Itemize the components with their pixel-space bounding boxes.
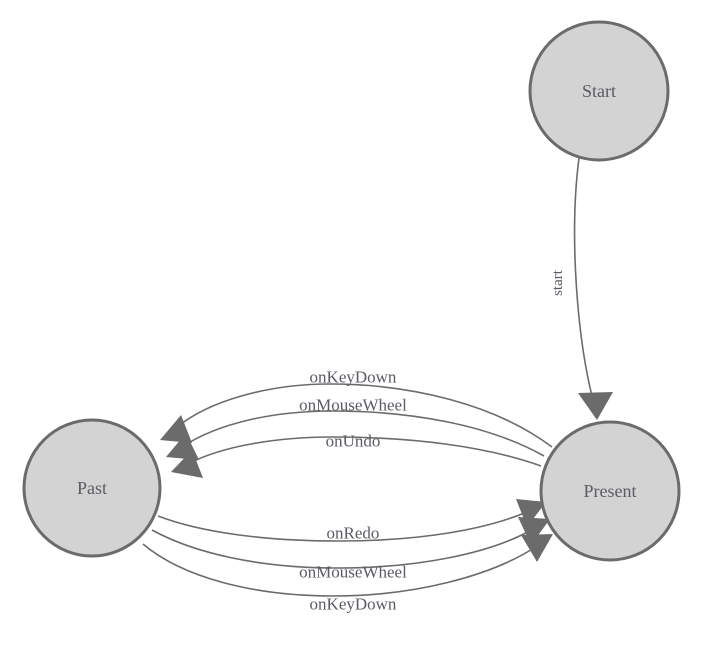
edge-label-present-to-past-onundo: onUndo bbox=[326, 432, 381, 451]
edge-past-to-present-onredo[interactable]: onRedo bbox=[157, 499, 546, 543]
edge-past-to-present-onkeydown[interactable]: onKeyDown bbox=[142, 534, 553, 614]
edge-label-start: start bbox=[550, 269, 566, 296]
edge-label-present-to-past-onmousewheel: onMouseWheel bbox=[299, 396, 407, 415]
node-start[interactable]: Start bbox=[528, 20, 670, 162]
node-present-label: Present bbox=[584, 481, 637, 501]
edge-past-to-present-onkeydown-path bbox=[142, 543, 538, 597]
node-start-circle bbox=[528, 20, 670, 162]
node-past-circle bbox=[22, 418, 162, 558]
edge-present-to-past-onundo-path bbox=[187, 436, 542, 467]
node-present-circle bbox=[539, 420, 681, 562]
node-start-label: Start bbox=[582, 81, 616, 101]
edge-past-to-present-onkeydown-arrowhead bbox=[521, 534, 553, 562]
edge-label-present-to-past-onkeydown: onKeyDown bbox=[310, 368, 397, 387]
node-past-label: Past bbox=[77, 478, 107, 498]
node-present[interactable]: Present bbox=[539, 420, 681, 562]
edge-start-to-present-arrowhead bbox=[578, 392, 613, 420]
edge-past-to-present-onmousewheel-arrowhead bbox=[518, 517, 550, 545]
edge-past-to-present-onmousewheel[interactable]: onMouseWheel bbox=[151, 517, 550, 582]
edge-present-to-past-onmousewheel-path bbox=[181, 410, 545, 457]
node-past[interactable]: Past bbox=[22, 418, 162, 558]
edge-label-past-to-present-onredo: onRedo bbox=[327, 524, 380, 543]
edge-label-past-to-present-onmousewheel: onMouseWheel bbox=[299, 563, 407, 582]
edge-past-to-present-onmousewheel-path bbox=[151, 528, 534, 569]
edge-start-to-present-path bbox=[573, 157, 595, 405]
edge-present-to-past-onkeydown-path bbox=[175, 383, 553, 448]
edge-present-to-past-onundo-arrowhead bbox=[171, 450, 203, 478]
edge-past-to-present-onredo-path bbox=[157, 510, 530, 542]
edge-label-past-to-present-onkeydown: onKeyDown bbox=[310, 595, 397, 614]
edge-start-to-present[interactable]: start bbox=[550, 157, 613, 420]
edge-past-to-present-onredo-arrowhead bbox=[516, 499, 546, 527]
edge-present-to-past-onundo[interactable]: onUndo bbox=[171, 432, 542, 479]
